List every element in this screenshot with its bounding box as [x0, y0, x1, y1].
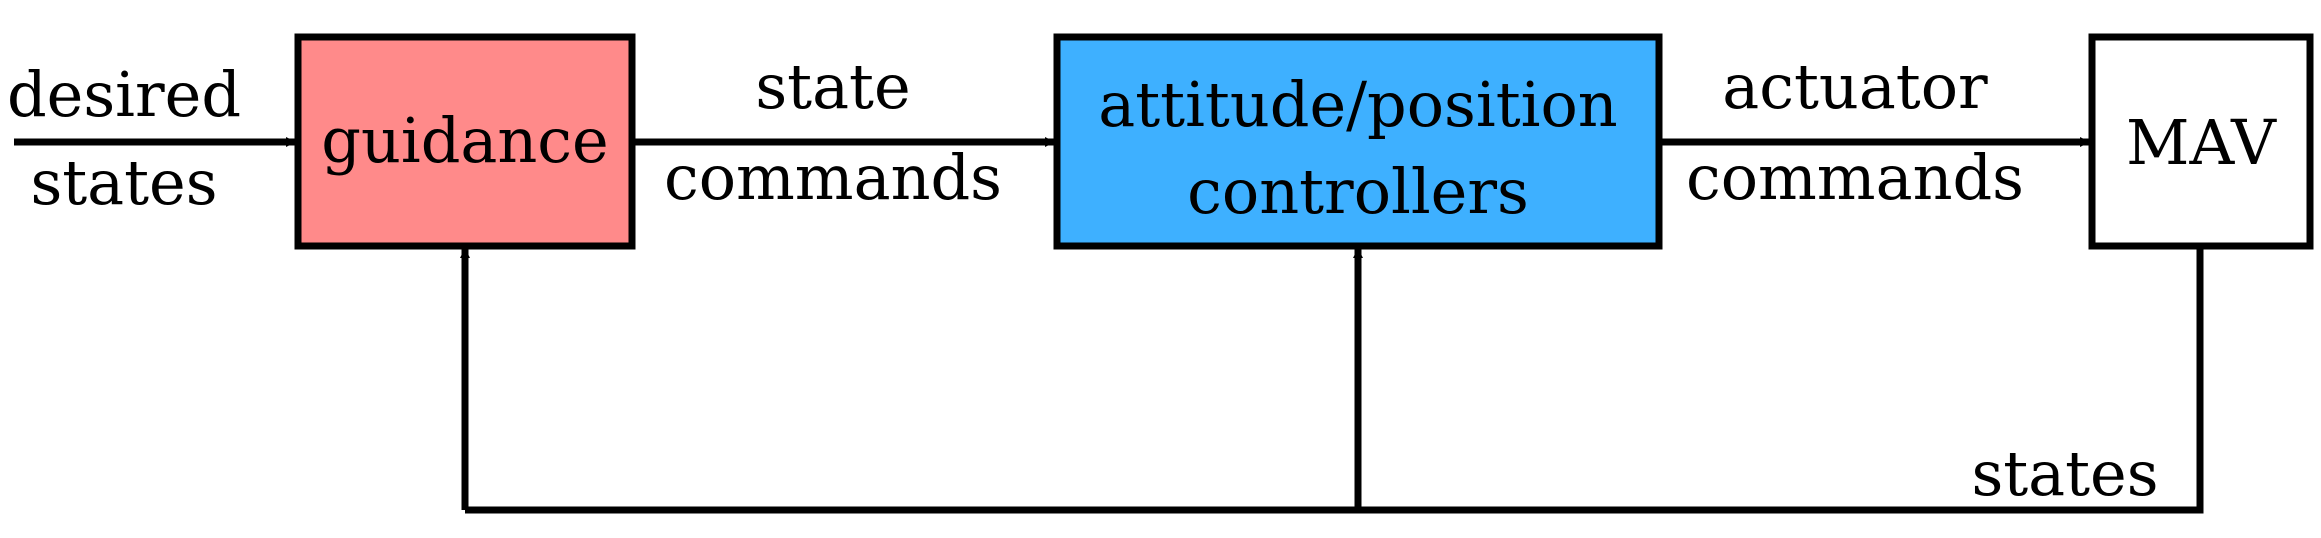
mav-label: MAV — [2126, 106, 2277, 179]
controllers-label-line1: attitude/position — [1098, 68, 1617, 141]
feedback-line — [465, 246, 2204, 514]
guidance-block — [294, 33, 636, 250]
feedback-states-label: states — [1971, 437, 2158, 510]
guidance-label: guidance — [321, 104, 608, 177]
controllers-block — [1053, 33, 1663, 250]
state-commands-label-line1: state — [755, 50, 910, 123]
actuator-commands-label-line2: commands — [1686, 141, 2024, 214]
state-commands-label-line2: commands — [664, 141, 1002, 214]
controllers-label-line2: controllers — [1187, 155, 1529, 228]
input-label-line2: states — [30, 146, 217, 219]
input-label-line1: desired — [7, 58, 241, 131]
actuator-commands-label-line1: actuator — [1722, 50, 1988, 123]
